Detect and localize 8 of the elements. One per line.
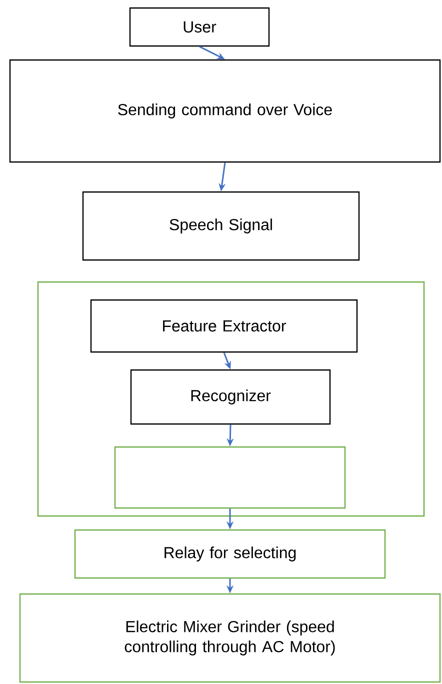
process-box: Recognizer <box>130 369 331 425</box>
process-box: Electric Mixer Grinder (speed controlling through AC Motor) <box>19 593 441 683</box>
user-box: User <box>129 7 270 47</box>
process-box: Feature Extractor <box>90 299 358 353</box>
process-box: Speech Signal <box>82 191 360 261</box>
process-box: Relay for selecting <box>74 529 386 579</box>
process-box: Sending command over Voice <box>9 59 441 163</box>
process-box <box>114 446 346 509</box>
